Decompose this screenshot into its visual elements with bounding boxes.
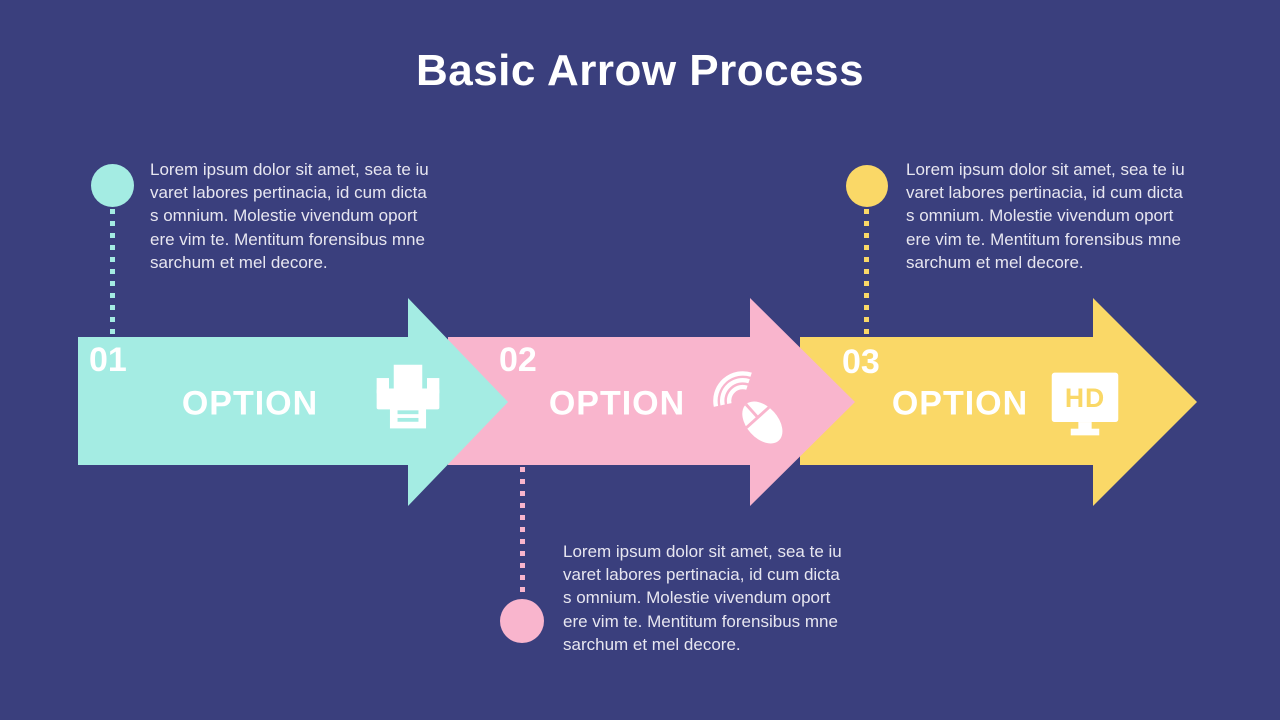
step-1-label: OPTION [181, 384, 319, 423]
callout-1-line: varet labores pertinacia, id cum dicta [150, 183, 427, 203]
callout-3-dotted-line [520, 467, 525, 599]
callout-3-text: Lorem ipsum dolor sit amet, sea te iu va… [563, 540, 863, 656]
callout-3-line: s omnium. Molestie vivendum oport [563, 588, 831, 608]
hd-monitor-icon: HD [1051, 372, 1119, 436]
callout-2-dotted-line [864, 209, 869, 337]
page-title: Basic Arrow Process [415, 46, 865, 95]
callout-1-dotted-line [110, 209, 115, 337]
callout-1-text: Lorem ipsum dolor sit amet, sea te iu va… [150, 158, 450, 274]
callout-3-circle [500, 599, 544, 643]
callout-2-line: s omnium. Molestie vivendum oport [906, 206, 1174, 226]
printer-icon [376, 364, 440, 429]
callout-1-circle [91, 164, 134, 207]
callout-2-circle [846, 165, 888, 207]
step-2-label: OPTION [548, 384, 686, 423]
callout-1-line: s omnium. Molestie vivendum oport [150, 206, 418, 226]
step-3-label: OPTION [891, 384, 1029, 423]
callout-2-line: ere vim te. Mentitum forensibus mne [906, 229, 1181, 249]
arrow-2-shape [448, 298, 855, 506]
arrow-3-shape [800, 298, 1197, 506]
callout-3-line: varet labores pertinacia, id cum dicta [563, 565, 840, 585]
callout-2-line: sarchum et mel decore. [906, 252, 1084, 272]
wireless-mouse-icon [713, 371, 783, 444]
callout-1-line: Lorem ipsum dolor sit amet, sea te iu [150, 160, 429, 179]
step-1-number: 01 [89, 341, 127, 379]
arrow-1-shape [78, 298, 508, 506]
callout-1-line: ere vim te. Mentitum forensibus mne [150, 229, 425, 249]
callout-2-line: Lorem ipsum dolor sit amet, sea te iu [906, 160, 1185, 179]
callout-2-text: Lorem ipsum dolor sit amet, sea te iu va… [906, 158, 1206, 274]
callout-2-line: varet labores pertinacia, id cum dicta [906, 183, 1183, 203]
callout-3-line: ere vim te. Mentitum forensibus mne [563, 611, 838, 631]
hd-icon-label: HD [1065, 383, 1105, 413]
callout-1-line: sarchum et mel decore. [150, 252, 328, 272]
callout-3-line: sarchum et mel decore. [563, 634, 741, 654]
step-2-number: 02 [499, 341, 537, 379]
step-3-number: 03 [842, 343, 880, 381]
callout-3-line: Lorem ipsum dolor sit amet, sea te iu [563, 542, 842, 561]
